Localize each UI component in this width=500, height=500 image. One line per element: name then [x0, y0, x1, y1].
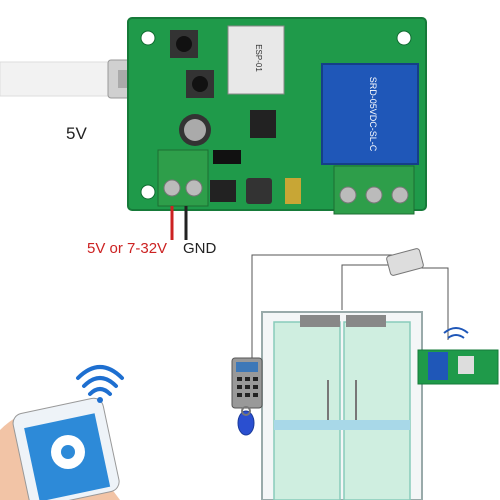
- wifi-icon: [76, 365, 124, 403]
- keypad: [231, 357, 263, 409]
- pcb-board: ESP-01 SRD-05VDC-SL-C: [127, 17, 427, 215]
- mini-module: [417, 327, 499, 385]
- svg-text:ESP-01: ESP-01: [254, 44, 263, 72]
- svg-text:SRD-05VDC-SL-C: SRD-05VDC-SL-C: [368, 77, 378, 152]
- door-assembly: [251, 248, 449, 500]
- rfid-tag: [237, 406, 255, 436]
- dc-voltage-label: 5V or 7-32V: [87, 240, 168, 257]
- usb-cable: [0, 59, 143, 99]
- ground-label: GND: [183, 240, 217, 257]
- usb-voltage-label: 5V: [66, 124, 87, 143]
- phone-hand: [0, 397, 120, 500]
